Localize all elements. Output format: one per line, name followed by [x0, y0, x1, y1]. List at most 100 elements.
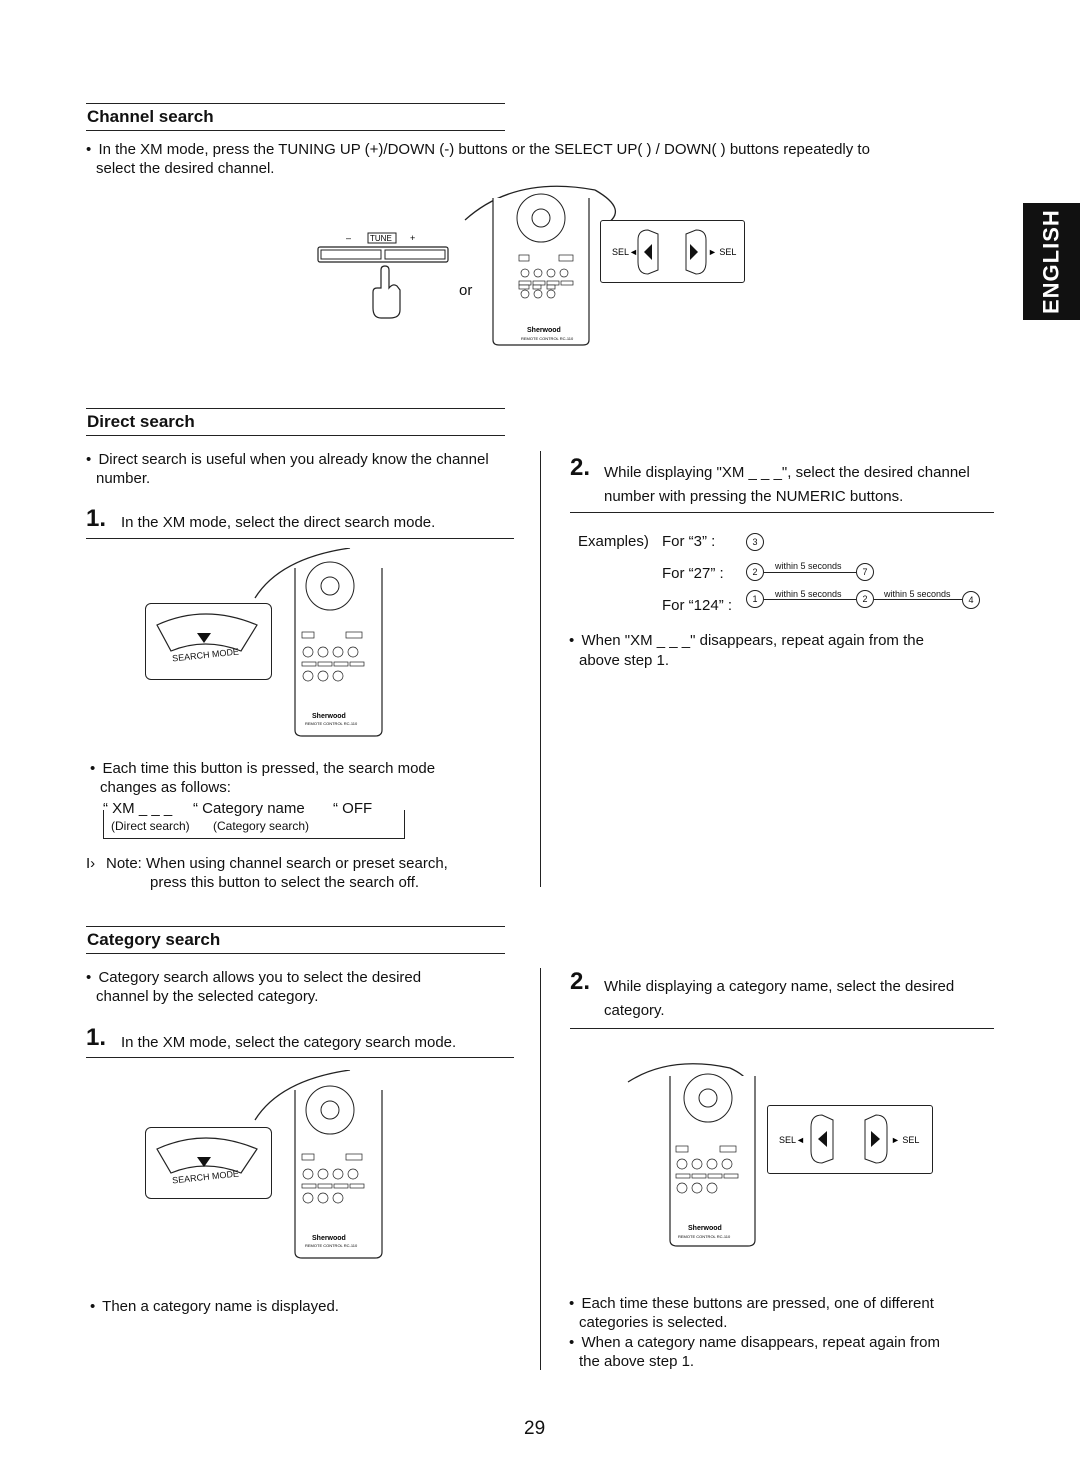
- direct-when-cont: above step 1.: [579, 652, 670, 669]
- svg-text:► SEL: ► SEL: [708, 247, 736, 257]
- example-124-button-4: 4: [962, 591, 980, 609]
- tune-label-box: [367, 232, 397, 244]
- page-number: 29: [524, 1418, 546, 1439]
- channel-search-heading: Channel search: [87, 107, 214, 126]
- language-tab-label: ENGLISH: [1038, 209, 1064, 314]
- svg-text:Sherwood: Sherwood: [312, 713, 346, 720]
- direct-when-bullet: When "XM _ _ _" disappears, repeat again…: [569, 631, 989, 651]
- channel-search-top-rule: [86, 103, 505, 104]
- sequence-xm: “ XM _ _ _: [103, 800, 173, 817]
- direct-when-text: When "XM _ _ _" disappears, repeat again…: [581, 632, 924, 649]
- sel-buttons-category: SEL◄ ► SEL: [779, 1114, 919, 1164]
- svg-text:+: +: [410, 233, 415, 243]
- category-search-top-rule: [86, 926, 505, 927]
- sequence-loop-bracket: [103, 810, 405, 839]
- svg-text:► SEL: ► SEL: [891, 1135, 919, 1145]
- category-each-bullet: Each time these buttons are pressed, one…: [569, 1294, 989, 1314]
- channel-search-bottom-rule: [86, 130, 505, 131]
- direct-search-bullet: Direct search is useful when you already…: [86, 450, 526, 470]
- sel-right-arrow: [690, 244, 698, 260]
- direct-step2-cont: number with pressing the NUMERIC buttons…: [604, 488, 904, 505]
- tune-buttons-illustration: – TUNE +: [317, 232, 449, 319]
- sel-buttons-channel: SEL◄ ► SEL: [612, 229, 736, 275]
- direct-step1-number: 1.: [86, 505, 107, 532]
- category-then-bullet: Then a category name is displayed.: [90, 1297, 510, 1317]
- direct-column-divider: [540, 451, 541, 887]
- svg-text:SEL◄: SEL◄: [779, 1135, 805, 1145]
- direct-each-time-bullet: Each time this button is pressed, the se…: [90, 759, 510, 779]
- sequence-sub-category: (Category search): [213, 819, 310, 833]
- example-124-label: For “124” :: [662, 597, 733, 614]
- example-27-button-2: 2: [746, 563, 764, 581]
- svg-text:REMOTE CONTROL RC-110: REMOTE CONTROL RC-110: [305, 1243, 358, 1248]
- tune-minus: –: [346, 233, 351, 243]
- category-each-text: Each time these buttons are pressed, one…: [581, 1295, 934, 1312]
- search-mode-button-category: [156, 1137, 258, 1174]
- sel-callout-channel: [600, 220, 745, 283]
- direct-search-heading: Direct search: [87, 412, 195, 431]
- note-marker: I›: [86, 855, 96, 872]
- svg-text:Sherwood: Sherwood: [312, 1235, 346, 1242]
- category-step1-rule: [86, 1057, 514, 1058]
- remote-illustration-category: Sherwood REMOTE CONTROL RC-110: [254, 1070, 383, 1259]
- direct-each-time-text: Each time this button is pressed, the se…: [102, 760, 436, 777]
- direct-search-bottom-rule: [86, 435, 505, 436]
- or-label: or: [459, 282, 473, 299]
- example-27-label: For “27” :: [662, 565, 724, 582]
- language-tab: ENGLISH: [1023, 203, 1080, 320]
- example-124-button-1: 1: [746, 590, 764, 608]
- category-then-text: Then a category name is displayed.: [102, 1298, 339, 1315]
- channel-search-bullet-text: In the XM mode, press the TUNING UP (+)/…: [98, 141, 870, 158]
- sequence-off: “ OFF: [333, 800, 373, 817]
- direct-search-bullet-text: Direct search is useful when you already…: [98, 451, 489, 468]
- example-124-arrow-1: [764, 599, 856, 600]
- direct-search-bullet-cont: number.: [96, 470, 151, 487]
- category-search-bullet-text: Category search allows you to select the…: [98, 969, 422, 986]
- svg-text:REMOTE CONTROL RC-110: REMOTE CONTROL RC-110: [678, 1234, 731, 1239]
- direct-step1-rule: [86, 538, 514, 539]
- sequence-sub-direct: (Direct search): [111, 819, 190, 833]
- note-text-cont: press this button to select the search o…: [150, 874, 420, 891]
- category-step1-number: 1.: [86, 1024, 107, 1051]
- search-mode-button-direct: [156, 613, 258, 652]
- direct-step2-number: 2.: [570, 454, 591, 481]
- examples-label: Examples): [578, 533, 649, 550]
- svg-text:REMOTE CONTROL RC-110: REMOTE CONTROL RC-110: [305, 721, 358, 726]
- example-27-button-7: 7: [856, 563, 874, 581]
- category-search-bottom-rule: [86, 953, 505, 954]
- svg-text:REMOTE CONTROL RC-110: REMOTE CONTROL RC-110: [521, 336, 574, 341]
- remote-brand: Sherwood: [527, 327, 561, 334]
- category-when-bullet: When a category name disappears, repeat …: [569, 1333, 989, 1353]
- svg-text:Sherwood: Sherwood: [688, 1225, 722, 1232]
- sequence-category: “ Category name: [193, 800, 305, 817]
- example-124-arrow-2: [874, 599, 962, 600]
- category-search-bullet: Category search allows you to select the…: [86, 968, 526, 988]
- direct-step2-rule: [570, 512, 994, 513]
- category-step2-rule: [570, 1028, 994, 1029]
- category-each-cont: categories is selected.: [579, 1314, 728, 1331]
- category-when-cont: the above step 1.: [579, 1353, 695, 1370]
- sel-right-arrow: [871, 1131, 880, 1147]
- svg-text:TUNE: TUNE: [370, 234, 392, 243]
- example-27-arrow: [764, 572, 856, 573]
- channel-search-bullet-cont: select the desired channel.: [96, 160, 275, 177]
- category-step2-cont: category.: [604, 1002, 665, 1019]
- category-step2-number: 2.: [570, 968, 591, 995]
- remote-illustration-direct: Sherwood REMOTE CONTROL RC-110: [254, 548, 383, 737]
- down-arrow-icon: [197, 633, 211, 643]
- category-when-text: When a category name disappears, repeat …: [581, 1334, 940, 1351]
- example-3-label: For “3” :: [662, 533, 716, 550]
- category-search-heading: Category search: [87, 930, 221, 949]
- direct-each-time-cont: changes as follows:: [100, 779, 231, 796]
- sel-callout-category: [767, 1105, 933, 1174]
- direct-search-top-rule: [86, 408, 505, 409]
- example-124-within-1: within 5 seconds: [775, 589, 842, 599]
- example-124-button-2: 2: [856, 590, 874, 608]
- category-step1-text: In the XM mode, select the category sear…: [121, 1034, 457, 1051]
- example-3-button: 3: [746, 533, 764, 551]
- category-column-divider: [540, 968, 541, 1370]
- remote-illustration-category-select: Sherwood REMOTE CONTROL RC-110: [627, 1063, 756, 1247]
- direct-step2-text: While displaying "XM _ _ _", select the …: [604, 464, 970, 481]
- svg-text:SEL◄: SEL◄: [612, 247, 638, 257]
- sel-left-arrow: [818, 1131, 827, 1147]
